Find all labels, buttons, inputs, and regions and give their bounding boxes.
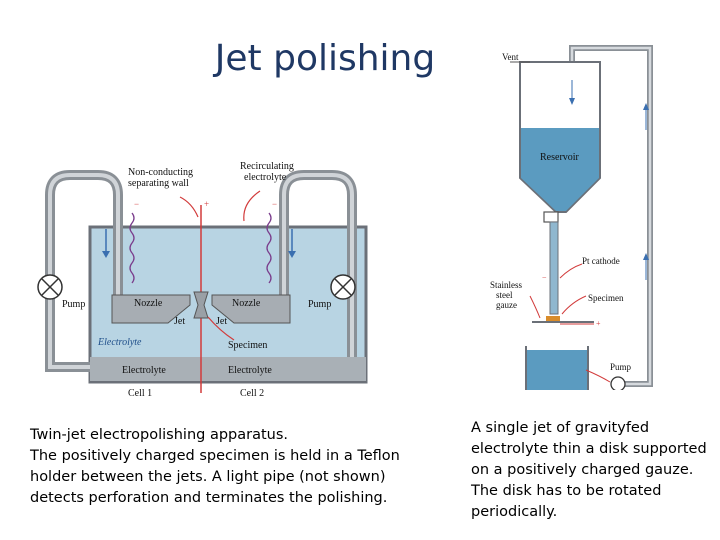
- feed-pipe: [549, 221, 559, 315]
- caption-line: Twin-jet electropolishing apparatus.: [30, 427, 289, 443]
- stopcock-icon: [543, 211, 559, 223]
- label-pump-right: Pump: [308, 299, 331, 310]
- electrode-wave-right: [266, 212, 272, 284]
- label-gauze-2: steel: [496, 290, 513, 300]
- nozzle-right: [211, 294, 291, 324]
- label-cell2: Cell 2: [240, 388, 264, 399]
- lower-vessel-fluid: [527, 350, 587, 390]
- label-electrolyte-right: Electrolyte: [228, 365, 272, 376]
- label-jet-left: Jet: [174, 316, 185, 327]
- specimen-holder: [193, 291, 209, 319]
- label-pt-cathode: Pt cathode: [582, 256, 620, 266]
- label-specimen: Specimen: [588, 293, 624, 303]
- label-cell1: Cell 1: [128, 388, 152, 399]
- pump-icon: [610, 376, 626, 390]
- label-specimen: Specimen: [228, 340, 267, 351]
- label-gauze-3: gauze: [496, 300, 517, 310]
- caption-line: A single jet of gravityfed: [471, 420, 650, 436]
- label-jet-right: Jet: [216, 316, 227, 327]
- label-recirc-2: electrolyte: [244, 172, 287, 183]
- left-caption: Twin-jet electropolishing apparatus. The…: [30, 425, 440, 509]
- electrolyte-bar: [90, 357, 366, 381]
- label-nozzle-right: Nozzle: [232, 298, 261, 309]
- caption-line: periodically.: [471, 504, 558, 520]
- right-caption: A single jet of gravityfed electrolyte t…: [471, 418, 716, 523]
- label-minus-left: −: [134, 199, 139, 209]
- label-plus: +: [204, 199, 209, 209]
- nozzle-left: [111, 294, 191, 324]
- label-gauze-1: Stainless: [490, 280, 522, 290]
- gravity-jet-diagram: Vent Reservoir Pt cathode Stainless stee…: [490, 45, 653, 390]
- tank-wall: [88, 225, 368, 384]
- specimen-disk: [546, 316, 560, 321]
- caption-line: detects perforation and terminates the p…: [30, 490, 388, 506]
- label-minus-right: −: [272, 199, 277, 209]
- label-wall-2: separating wall: [128, 178, 189, 189]
- reservoir-fluid: [521, 128, 599, 211]
- electrode-wave-left: [129, 212, 135, 284]
- label-wall-1: Non-conducting: [128, 167, 193, 178]
- label-nozzle-left: Nozzle: [134, 298, 163, 309]
- caption-line: The positively charged specimen is held …: [30, 448, 400, 464]
- label-vent: Vent: [502, 52, 519, 62]
- caption-line: on a positively charged gauze.: [471, 462, 694, 478]
- lower-vessel: [525, 346, 589, 390]
- label-plus: +: [596, 319, 601, 328]
- label-pump-left: Pump: [62, 299, 85, 310]
- caption-line: holder between the jets. A light pipe (n…: [30, 469, 386, 485]
- label-minus: −: [542, 273, 547, 282]
- label-reservoir: Reservoir: [540, 152, 580, 163]
- label-recirc-1: Recirculating: [240, 161, 294, 172]
- label-electrolyte-italic: Electrolyte: [97, 337, 142, 348]
- page-title: Jet polishing: [214, 38, 436, 79]
- twin-jet-diagram: Non-conducting separating wall Recircula…: [37, 161, 368, 399]
- caption-line: The disk has to be rotated: [471, 483, 662, 499]
- label-pump: Pump: [610, 362, 632, 372]
- label-electrolyte-left: Electrolyte: [122, 365, 166, 376]
- caption-line: electrolyte thin a disk supported: [471, 441, 707, 457]
